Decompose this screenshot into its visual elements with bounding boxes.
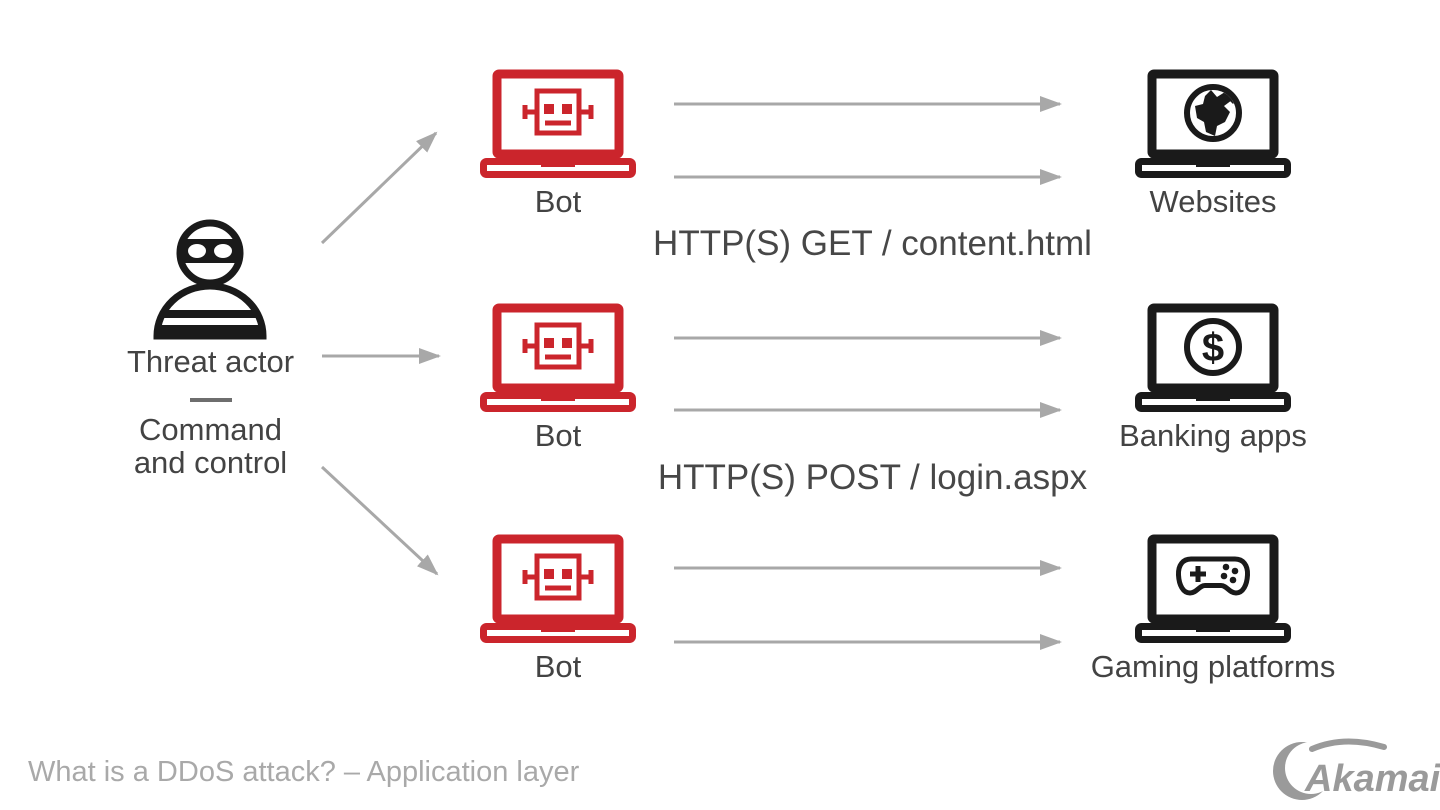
bot-laptop-icon (480, 69, 636, 178)
akamai-logo: Akamai (1273, 738, 1440, 800)
bot-face-icon (522, 88, 594, 136)
arrow-c2-to-bot-1 (320, 131, 438, 245)
threat-actor-label: Threat actor (126, 344, 295, 379)
bot-node-1: Bot (478, 66, 638, 220)
threat-actor-divider (189, 398, 232, 402)
dollar-icon: $ (1184, 318, 1242, 376)
target-label: Banking apps (1119, 418, 1307, 453)
target-label: Websites (1149, 184, 1277, 219)
target-node-gaming-platforms: Gaming platforms (1091, 531, 1335, 685)
bot-face-icon (522, 553, 594, 601)
target-node-websites: Websites (1133, 66, 1293, 220)
command-and-control-line-2: and control (133, 445, 288, 480)
bot-laptop-icon (480, 534, 636, 643)
command-and-control-label: Command and control (134, 413, 287, 479)
footer-caption: What is a DDoS attack? – Application lay… (28, 756, 580, 788)
gamepad-laptop-icon (1135, 534, 1291, 643)
akamai-wave (1309, 738, 1387, 752)
arrow-c2-to-bot-3 (320, 465, 439, 576)
flow-label-http-post: HTTP(S) POST / login.aspx (657, 458, 1088, 497)
bot-label: Bot (534, 649, 582, 684)
target-label: Gaming platforms (1090, 649, 1336, 684)
flow-label-http-get: HTTP(S) GET / content.html (653, 224, 1092, 263)
bot-label: Bot (534, 418, 582, 453)
dollar-glyph: $ (1202, 326, 1224, 370)
bot-laptop-icon (480, 303, 636, 412)
gamepad-icon (1175, 556, 1251, 596)
globe-icon (1184, 84, 1242, 142)
akamai-wordmark: Akamai (1304, 758, 1440, 800)
threat-actor-icon (153, 219, 267, 340)
bot-node-2: Bot (478, 300, 638, 454)
dollar-laptop-icon: $ (1135, 303, 1291, 412)
globe-laptop-icon (1135, 69, 1291, 178)
bot-label: Bot (534, 184, 582, 219)
command-and-control-line-1: Command (139, 412, 282, 447)
target-node-banking-apps: $ Banking apps (1119, 300, 1307, 454)
threat-actor-node: Threat actor Command and control (127, 218, 294, 479)
bot-face-icon (522, 322, 594, 370)
bot-node-3: Bot (478, 531, 638, 685)
